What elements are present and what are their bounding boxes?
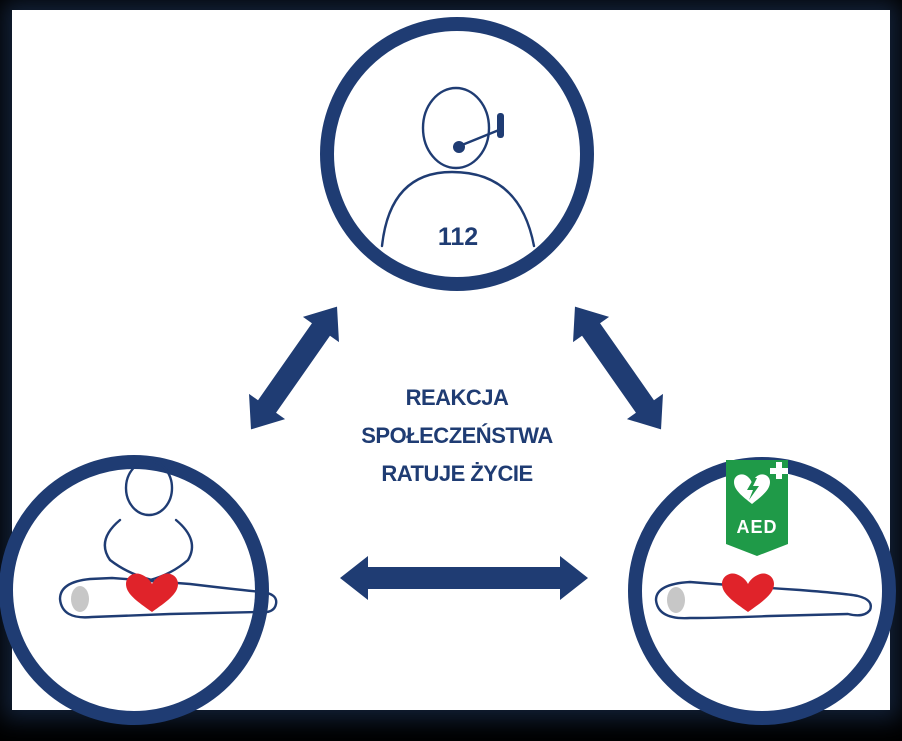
caption-line-2: SPOŁECZEŃSTWA xyxy=(361,423,553,448)
double-arrow-icon xyxy=(340,556,588,600)
arrow-left-top xyxy=(249,306,339,430)
arrow-bottom xyxy=(340,556,588,600)
heart-icon xyxy=(126,573,178,612)
dispatcher-headset-icon xyxy=(380,86,536,248)
center-caption: REAKCJA SPOŁECZEŃSTWA RATUJE ŻYCIE xyxy=(361,385,554,486)
double-arrow-icon xyxy=(573,306,663,430)
aed-sign-label: AED xyxy=(736,517,777,537)
aed-defibrillator-icon: AED xyxy=(654,460,872,620)
node-left xyxy=(0,455,278,725)
arrow-right-top xyxy=(573,306,663,430)
node-top-ring xyxy=(320,17,594,291)
node-top: 112 xyxy=(320,17,594,291)
heart-icon xyxy=(722,573,774,612)
caption-line-1: REAKCJA xyxy=(406,385,509,410)
double-arrow-icon xyxy=(249,306,339,430)
cpr-chest-compression-icon xyxy=(58,459,278,619)
emergency-number-label: 112 xyxy=(438,223,478,251)
caption-line-3: RATUJE ŻYCIE xyxy=(381,461,532,486)
node-right: AED xyxy=(628,457,896,725)
